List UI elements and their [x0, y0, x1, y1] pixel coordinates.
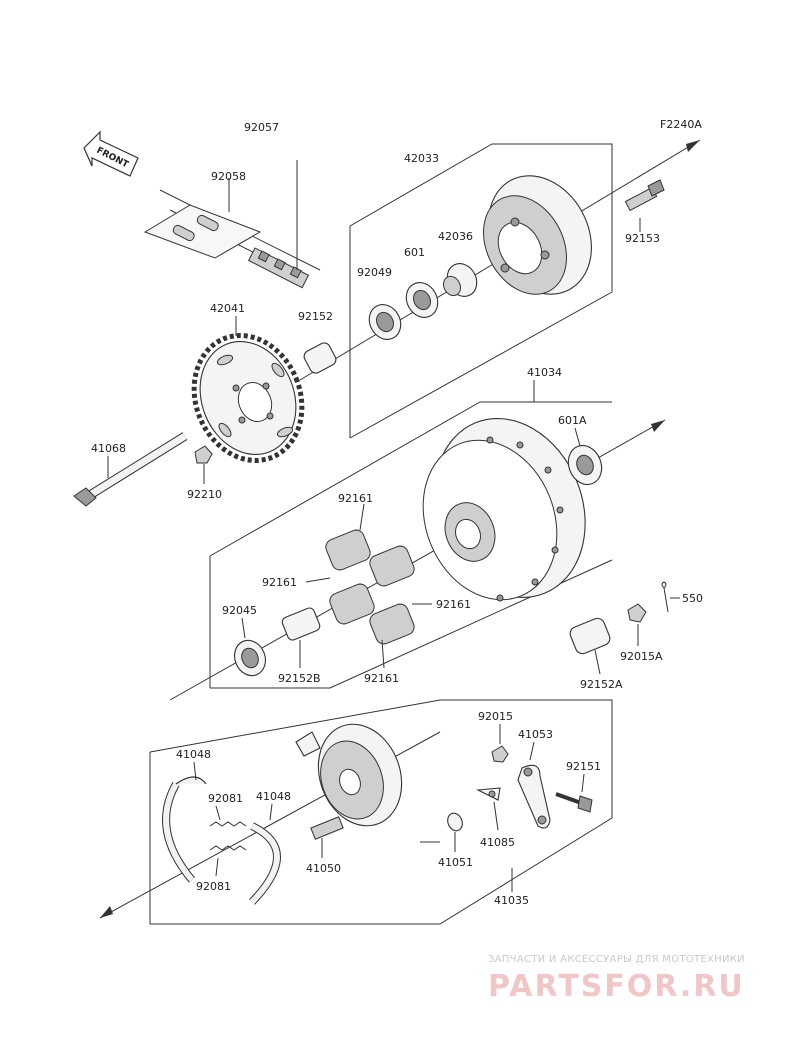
collar-92152a — [569, 617, 611, 675]
brake-cam-lever — [517, 741, 551, 829]
label-41068: 41068 — [91, 442, 126, 455]
label-41048-left: 41048 — [176, 748, 211, 761]
rear-hub-flange — [483, 175, 592, 295]
wheel-group — [169, 380, 680, 701]
watermark: ЗАПЧАСТИ И АКСЕССУАРЫ ДЛЯ МОТОТЕХНИКИ PA… — [488, 954, 745, 1004]
label-41051: 41051 — [438, 856, 473, 869]
label-41035: 41035 — [494, 894, 529, 907]
label-92161-bottom: 92161 — [364, 672, 399, 685]
label-92151: 92151 — [566, 760, 601, 773]
collar-92152b — [281, 607, 321, 668]
rear-axle — [73, 432, 188, 507]
label-41050: 41050 — [306, 862, 341, 875]
rear-wheel-rim — [422, 380, 586, 602]
label-601: 601 — [404, 246, 425, 259]
brake-springs — [209, 805, 247, 877]
axle-nut-92015a — [627, 603, 647, 646]
label-92058: 92058 — [211, 170, 246, 183]
label-601a: 601A — [558, 414, 587, 427]
sprocket-hub-group — [73, 139, 701, 507]
label-92161-left: 92161 — [262, 576, 297, 589]
label-92015a: 92015A — [620, 650, 663, 663]
label-41085: 41085 — [480, 836, 515, 849]
brake-panel — [295, 723, 513, 892]
label-92210: 92210 — [187, 488, 222, 501]
label-92045: 92045 — [222, 604, 257, 617]
label-92049: 92049 — [357, 266, 392, 279]
cotter-pin — [661, 581, 680, 613]
axle-nut-92210 — [194, 445, 213, 484]
label-42036: 42036 — [438, 230, 473, 243]
wear-indicator — [476, 787, 501, 831]
ball-bearing-92045 — [233, 617, 267, 677]
label-92081-bottom: 92081 — [196, 880, 231, 893]
wheel-damper-rubbers — [305, 503, 432, 669]
label-550: 550 — [682, 592, 703, 605]
label-92161-top: 92161 — [338, 492, 373, 505]
ball-bearing-601a — [567, 427, 603, 486]
label-41053: 41053 — [518, 728, 553, 741]
label-41034: 41034 — [527, 366, 562, 379]
brake-shoe-left — [162, 761, 207, 883]
label-92152a: 92152A — [580, 678, 623, 691]
brake-cam — [310, 816, 344, 858]
label-92161-right: 92161 — [436, 598, 471, 611]
label-92152: 92152 — [298, 310, 333, 323]
brake-shoe-right — [249, 803, 281, 905]
label-42033: 42033 — [404, 152, 439, 165]
brake-seal — [447, 812, 463, 852]
nut-92015 — [491, 724, 509, 763]
oil-seal-92049 — [368, 304, 402, 340]
rear-sprocket — [191, 316, 305, 463]
figure-code: F2240A — [660, 118, 702, 131]
ball-bearing-601 — [405, 282, 439, 318]
watermark-tagline: ЗАПЧАСТИ И АКСЕССУАРЫ ДЛЯ МОТОТЕХНИКИ — [488, 954, 745, 965]
watermark-brand: PARTSFOR.RU — [488, 969, 745, 1004]
label-92081-top: 92081 — [208, 792, 243, 805]
brake-group — [99, 699, 613, 925]
hub-bolt-92153 — [624, 179, 665, 232]
lever-bolt — [555, 773, 593, 813]
chain-master-link — [143, 178, 262, 259]
label-41048-right: 41048 — [256, 790, 291, 803]
hub-collar — [443, 263, 478, 297]
label-92057: 92057 — [244, 121, 279, 134]
front-arrow-icon: FRONT — [83, 130, 139, 177]
part-labels: 92057 92058 42033 42036 601 92049 92152 … — [91, 121, 703, 907]
label-92152b: 92152B — [278, 672, 321, 685]
label-42041: 42041 — [210, 302, 245, 315]
label-92153: 92153 — [625, 232, 660, 245]
label-92015: 92015 — [478, 710, 513, 723]
collar-92152 — [303, 342, 337, 374]
